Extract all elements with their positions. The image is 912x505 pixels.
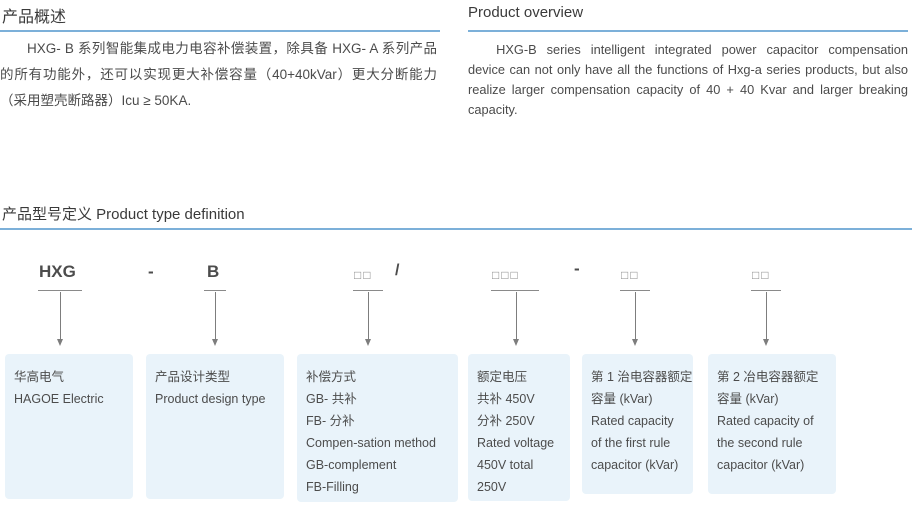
legend-box-capacitor2: 第 2 冶电容器额定容量 (kVar) Rated capacity of the …	[708, 354, 836, 494]
model-segment-dash-1: -	[148, 262, 154, 281]
overview-en-divider	[468, 30, 908, 32]
legend-line: FB-Filling	[306, 480, 359, 494]
legend-line: FB- 分补	[306, 414, 355, 428]
model-segment-rated-voltage: □□□	[492, 268, 520, 282]
legend-line: GB-complement	[306, 458, 397, 472]
legend-line: 450V total	[477, 458, 534, 472]
overview-en-title: Product overview	[468, 4, 584, 21]
legend-line: the second rule	[717, 436, 803, 450]
legend-line: of the first rule	[591, 436, 671, 450]
overview-cn-divider	[0, 30, 440, 32]
model-segment-capacitor2: □□	[752, 268, 771, 282]
symbol-tick	[204, 290, 226, 291]
legend-line: capacitor (kVar)	[717, 458, 805, 472]
legend-box-capacitor1: 第 1 治电容器额定容量 (kVar) Rated capacity of the …	[582, 354, 693, 494]
legend-line: 分补 250V	[477, 414, 535, 428]
model-segment-slash: /	[395, 262, 400, 279]
model-segment-capacitor1: □□	[621, 268, 640, 282]
arrow-down-icon	[763, 292, 769, 346]
type-definition-title: 产品型号定义 Product type definition	[2, 206, 245, 223]
legend-line: Rated capacity	[591, 414, 674, 428]
legend-line: HAGOE Electric	[14, 392, 104, 406]
arrow-down-icon	[632, 292, 638, 346]
symbol-tick	[491, 290, 539, 291]
symbol-tick	[620, 290, 650, 291]
model-segment-design-type: B	[207, 262, 220, 281]
legend-line: 容量 (kVar)	[591, 392, 653, 406]
legend-line: 额定电压	[477, 370, 528, 384]
legend-line: Product design type	[155, 392, 266, 406]
legend-box-manufacturer: 华高电气 HAGOE Electric	[5, 354, 133, 499]
overview-cn-title: 产品概述	[2, 9, 67, 26]
legend-line: 补偿方式	[306, 370, 357, 384]
legend-line: Rated capacity of	[717, 414, 814, 428]
legend-box-rated-voltage: 额定电压共补 450V 分补 250V Rated voltage 450V tota…	[468, 354, 570, 501]
type-definition-divider	[0, 228, 912, 230]
legend-line: Rated voltage	[477, 436, 555, 450]
symbol-tick	[38, 290, 82, 291]
symbol-tick	[751, 290, 781, 291]
arrow-down-icon	[212, 292, 218, 346]
legend-line: 容量 (kVar)	[717, 392, 779, 406]
symbol-tick	[353, 290, 383, 291]
legend-line: GB- 共补	[306, 392, 357, 406]
arrow-down-icon	[57, 292, 63, 346]
model-segment-compensation-method: □□	[354, 268, 373, 282]
legend-box-design-type: 产品设计类型 Product design type	[146, 354, 284, 499]
legend-line: 共补 450V	[477, 392, 535, 406]
model-segment-manufacturer: HXG	[39, 262, 76, 281]
legend-line: 华高电气	[14, 370, 65, 384]
legend-line: capacitor (kVar)	[591, 458, 679, 472]
arrow-down-icon	[365, 292, 371, 346]
arrow-down-icon	[513, 292, 519, 346]
legend-line: 第 1 治电容器额定	[591, 370, 693, 384]
overview-en-body: HXG-B series intelligent integrated powe…	[468, 42, 908, 117]
overview-cn-body: HXG- B 系列智能集成电力电容补偿装置，除具备 HXG- A 系列产品的所有…	[0, 41, 437, 108]
legend-line: 250V	[477, 480, 507, 494]
model-segment-dash-2: -	[574, 259, 580, 278]
legend-line: Compen-sation method	[306, 436, 436, 450]
legend-line: 产品设计类型	[155, 370, 231, 384]
legend-line: 第 2 冶电容器额定	[717, 370, 819, 384]
